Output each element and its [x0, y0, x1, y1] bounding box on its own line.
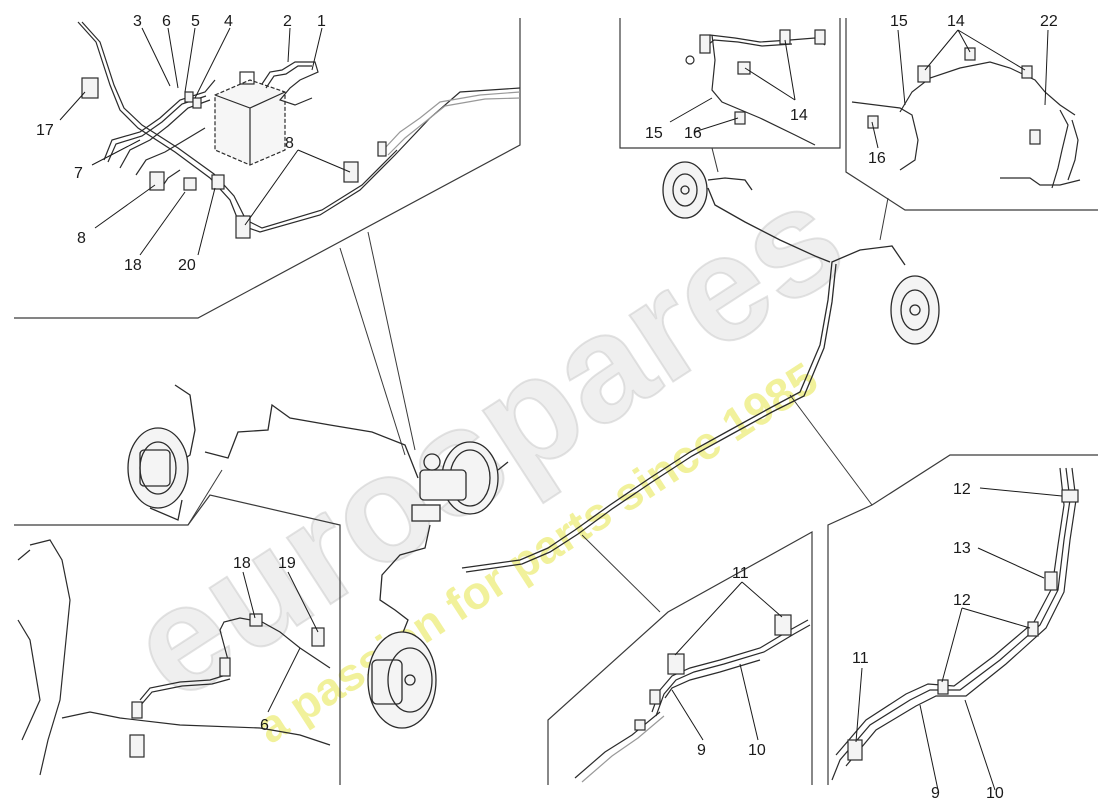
callout-20: 20: [178, 257, 196, 274]
front-right-disc: [367, 631, 437, 729]
frame-bottom-right: [827, 454, 1098, 785]
callout-13: 13: [953, 540, 971, 557]
frame-bottom-left: [14, 494, 341, 785]
callout-16-right: 16: [868, 150, 886, 167]
callout-18-bottom: 18: [233, 555, 251, 572]
callout-15-center: 15: [645, 125, 663, 142]
rear-line-detail-c: [574, 614, 811, 783]
rear-line-detail-d: [831, 467, 1079, 781]
callout-leaders: [59, 27, 1063, 791]
callout-6: 6: [162, 13, 171, 30]
rear-line-detail-a: [685, 29, 826, 146]
callout-5: 5: [191, 13, 200, 30]
callout-11-center: 11: [732, 565, 749, 582]
detail-frames: [14, 18, 1098, 785]
callout-7: 7: [74, 165, 83, 182]
callout-10-right: 10: [986, 785, 1004, 800]
callout-4: 4: [224, 13, 233, 30]
front-left-knuckle: [127, 384, 196, 521]
callout-labels: 1 2 4 5 6 3 17 7 8 8 18 20 15 16 14 15 1…: [36, 13, 1058, 800]
rear-left-feed-line: [707, 187, 831, 263]
callout-17: 17: [36, 122, 54, 139]
callout-11-right: 11: [852, 650, 869, 667]
rear-right-disc: [890, 275, 940, 345]
front-left-feed-line: [204, 403, 419, 479]
callout-19: 19: [278, 555, 296, 572]
front-left-detail: [17, 539, 331, 776]
callout-12-top: 12: [953, 481, 971, 498]
callout-16-center: 16: [684, 125, 702, 142]
callout-18-top: 18: [124, 257, 142, 274]
callout-15-right: 15: [890, 13, 908, 30]
callout-8-left: 8: [77, 230, 86, 247]
callout-9-center: 9: [697, 742, 706, 759]
clip-17: [81, 77, 99, 99]
main-brake-assembly: [127, 161, 940, 729]
callout-14-right: 14: [947, 13, 965, 30]
callout-8-top: 8: [285, 135, 294, 152]
callout-2: 2: [283, 13, 292, 30]
callout-10-center: 10: [748, 742, 766, 759]
rear-line-detail-b: [851, 47, 1081, 189]
callout-3: 3: [133, 13, 142, 30]
callout-1: 1: [317, 13, 326, 30]
callout-9-right: 9: [931, 785, 940, 800]
callout-22: 22: [1040, 13, 1058, 30]
callout-6-bottom: 6: [260, 717, 269, 734]
frame-top-left: [14, 18, 521, 319]
abs-unit-detail: [77, 21, 521, 239]
main-rear-brake-line: [461, 245, 906, 569]
callout-14-center: 14: [790, 107, 808, 124]
rear-left-disc: [662, 161, 708, 219]
frame-bottom-center: [547, 530, 813, 785]
frame-top-right: [845, 18, 1098, 211]
detail-leaders: [187, 147, 889, 613]
master-cylinder: [419, 469, 467, 501]
callout-12-mid: 12: [953, 592, 971, 609]
